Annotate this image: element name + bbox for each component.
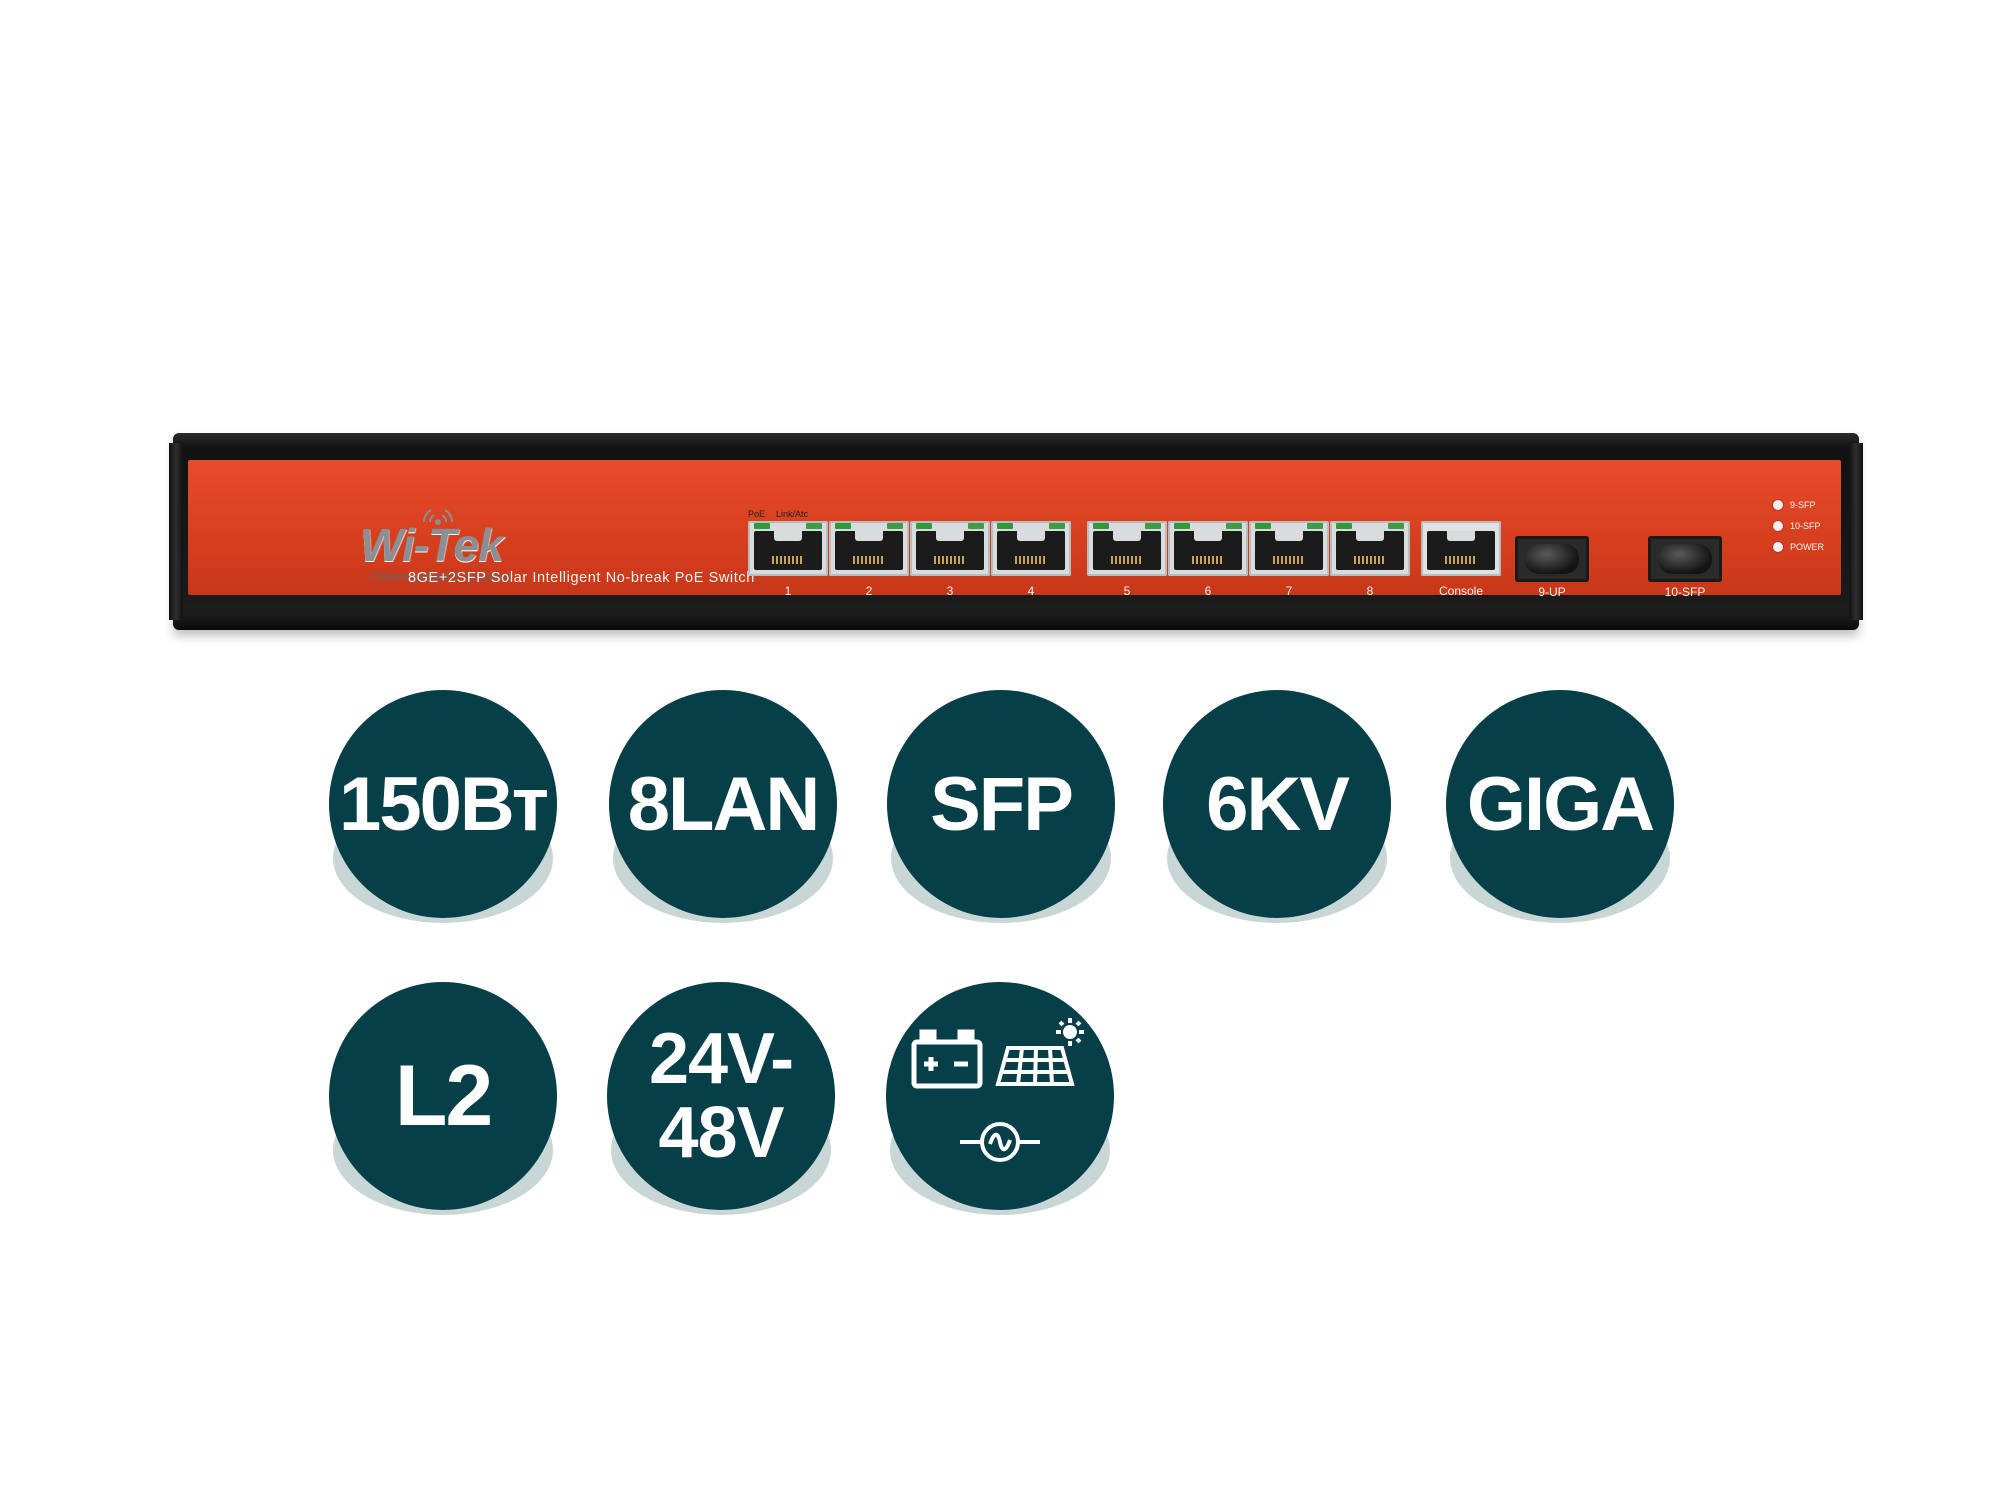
solar-panel-icon — [995, 1018, 1084, 1086]
badge-label: SFP — [887, 690, 1115, 918]
led-header-poe: PoE — [748, 509, 766, 519]
led-header-link: Link/Atc — [776, 509, 809, 519]
network-switch: Wi-Tek Communication Solution 8GE+2SFP S… — [169, 433, 1863, 630]
badge-label: GIGA — [1446, 690, 1674, 918]
ac-power-icon — [960, 1122, 1040, 1162]
rj45-port-3[interactable] — [910, 521, 990, 576]
badge-label: L2 — [329, 982, 557, 1210]
port-label-6: 6 — [1204, 584, 1212, 598]
status-led-label-power: POWER — [1790, 542, 1825, 552]
badge-l2: L2 — [329, 982, 557, 1215]
wifi-signal-icon — [423, 509, 453, 525]
rj45-port-7[interactable] — [1249, 521, 1329, 576]
badge-label: 6KV — [1163, 690, 1391, 918]
port-label-5: 5 — [1123, 584, 1131, 598]
badge-power-sources — [886, 982, 1114, 1215]
sfp-slot-9[interactable] — [1515, 536, 1589, 582]
battery-icon — [911, 1029, 983, 1089]
status-led-label-9-sfp: 9-SFP — [1790, 500, 1816, 510]
status-led-9-sfp — [1773, 500, 1783, 510]
rj45-port-8[interactable] — [1330, 521, 1410, 576]
status-led-10-sfp — [1773, 521, 1783, 531]
rj45-port-1[interactable] — [748, 521, 828, 576]
port-label-8: 8 — [1366, 584, 1374, 598]
badge-label: 24V-48V — [607, 982, 835, 1210]
port-label-2: 2 — [865, 584, 873, 598]
rj45-port-5[interactable] — [1087, 521, 1167, 576]
console-port[interactable] — [1421, 521, 1501, 576]
wi-tek-logo: Wi-Tek Communication Solution — [360, 509, 560, 590]
logo-tagline: Communication Solution — [370, 569, 511, 584]
badge-8lan: 8LAN — [609, 690, 837, 923]
sfp-slot-10[interactable] — [1648, 536, 1722, 582]
rj45-port-6[interactable] — [1168, 521, 1248, 576]
badge-power-150w: 150Вт — [329, 690, 557, 923]
power-sources-icons — [911, 1018, 1084, 1162]
badge-6kv: 6KV — [1163, 690, 1391, 923]
sfp-label-9: 9-UP — [1538, 585, 1566, 599]
badge-giga: GIGA — [1446, 690, 1674, 923]
sfp-label-10: 10-SFP — [1664, 585, 1706, 599]
port-label-4: 4 — [1027, 584, 1035, 598]
badge-label: 150Вт — [329, 690, 557, 918]
port-label-1: 1 — [784, 584, 792, 598]
badge-sfp: SFP — [887, 690, 1115, 923]
switch-faceplate: Wi-Tek Communication Solution 8GE+2SFP S… — [188, 460, 1841, 599]
badge-icons — [886, 982, 1114, 1210]
console-label: Console — [1438, 584, 1484, 598]
model-label: 8GE+2SFP Solar Intelligent No-break PoE … — [408, 570, 755, 586]
badge-label: 8LAN — [609, 690, 837, 918]
badge-voltage: 24V-48V — [607, 982, 835, 1215]
port-label-3: 3 — [946, 584, 954, 598]
port-label-7: 7 — [1285, 584, 1293, 598]
logo-wordmark: Wi-Tek — [360, 519, 504, 571]
status-led-power — [1773, 542, 1783, 552]
rj45-port-2[interactable] — [829, 521, 909, 576]
rj45-port-4[interactable] — [991, 521, 1071, 576]
status-led-label-10-sfp: 10-SFP — [1790, 521, 1821, 531]
